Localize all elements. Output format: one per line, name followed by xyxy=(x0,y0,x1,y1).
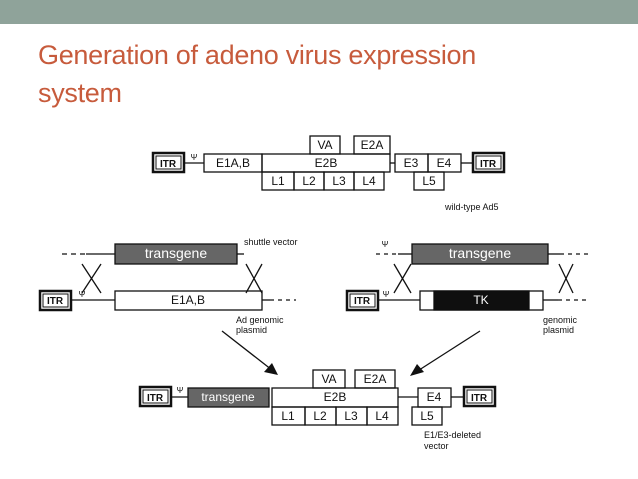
ad-genomic-caption-line2: plasmid xyxy=(236,325,267,335)
psi-label: Ψ xyxy=(383,290,390,299)
va-label: VA xyxy=(317,138,332,152)
transgene-label: transgene xyxy=(201,390,255,404)
arrows xyxy=(221,330,481,376)
e2b-label: E2B xyxy=(324,390,347,404)
l3-label: L3 xyxy=(332,174,346,188)
l4-label: L4 xyxy=(375,409,389,423)
e1ab-label: E1A,B xyxy=(216,156,250,170)
itr-label: ITR xyxy=(354,296,371,307)
e1ab-label: E1A,B xyxy=(171,293,205,307)
slide-title-line2: system xyxy=(38,78,122,108)
transgene-label: transgene xyxy=(449,245,511,261)
psi-label: Ψ xyxy=(382,240,389,249)
itr-label: ITR xyxy=(471,393,488,404)
slide-title: Generation of adeno virus expression sys… xyxy=(38,36,598,112)
deleted-vector-caption-line1: E1/E3-deleted xyxy=(424,430,481,440)
genomic-plasmid-caption-line2: plasmid xyxy=(543,325,574,335)
top-accent-bar xyxy=(0,0,638,24)
tk-label: TK xyxy=(473,293,488,307)
psi-label: Ψ xyxy=(177,386,184,395)
itr-label: ITR xyxy=(47,296,64,307)
l4-label: L4 xyxy=(362,174,376,188)
l1-label: L1 xyxy=(271,174,285,188)
deleted-vector-caption-line2: vector xyxy=(424,441,449,451)
va-label: VA xyxy=(321,372,336,386)
transgene-label: transgene xyxy=(145,245,207,261)
e2a-label: E2A xyxy=(364,372,387,386)
l1-label: L1 xyxy=(281,409,295,423)
ad-genomic-caption-line1: Ad genomic xyxy=(236,315,284,325)
itr-label: ITR xyxy=(160,159,177,170)
left-recombination xyxy=(38,243,296,312)
l2-label: L2 xyxy=(313,409,327,423)
l3-label: L3 xyxy=(344,409,358,423)
l5-label: L5 xyxy=(422,174,436,188)
genomic-plasmid-caption-line1: genomic xyxy=(543,315,578,325)
right-recombination xyxy=(345,243,590,312)
deleted-vector-map xyxy=(138,369,497,426)
psi-label: Ψ xyxy=(79,290,86,299)
wild-type-ad5-map xyxy=(151,135,506,191)
e4-label: E4 xyxy=(437,156,452,170)
e3-label: E3 xyxy=(404,156,419,170)
l2-label: L2 xyxy=(302,174,316,188)
shuttle-vector-caption: shuttle vector xyxy=(244,237,298,247)
wild-type-caption: wild-type Ad5 xyxy=(444,202,499,212)
itr-label: ITR xyxy=(480,159,497,170)
itr-label: ITR xyxy=(147,393,164,404)
e4-label: E4 xyxy=(427,390,442,404)
e2b-label: E2B xyxy=(315,156,338,170)
e2a-label: E2A xyxy=(361,138,384,152)
l5-label: L5 xyxy=(420,409,434,423)
slide-title-line1: Generation of adeno virus expression xyxy=(38,40,476,70)
psi-label: Ψ xyxy=(191,153,198,162)
